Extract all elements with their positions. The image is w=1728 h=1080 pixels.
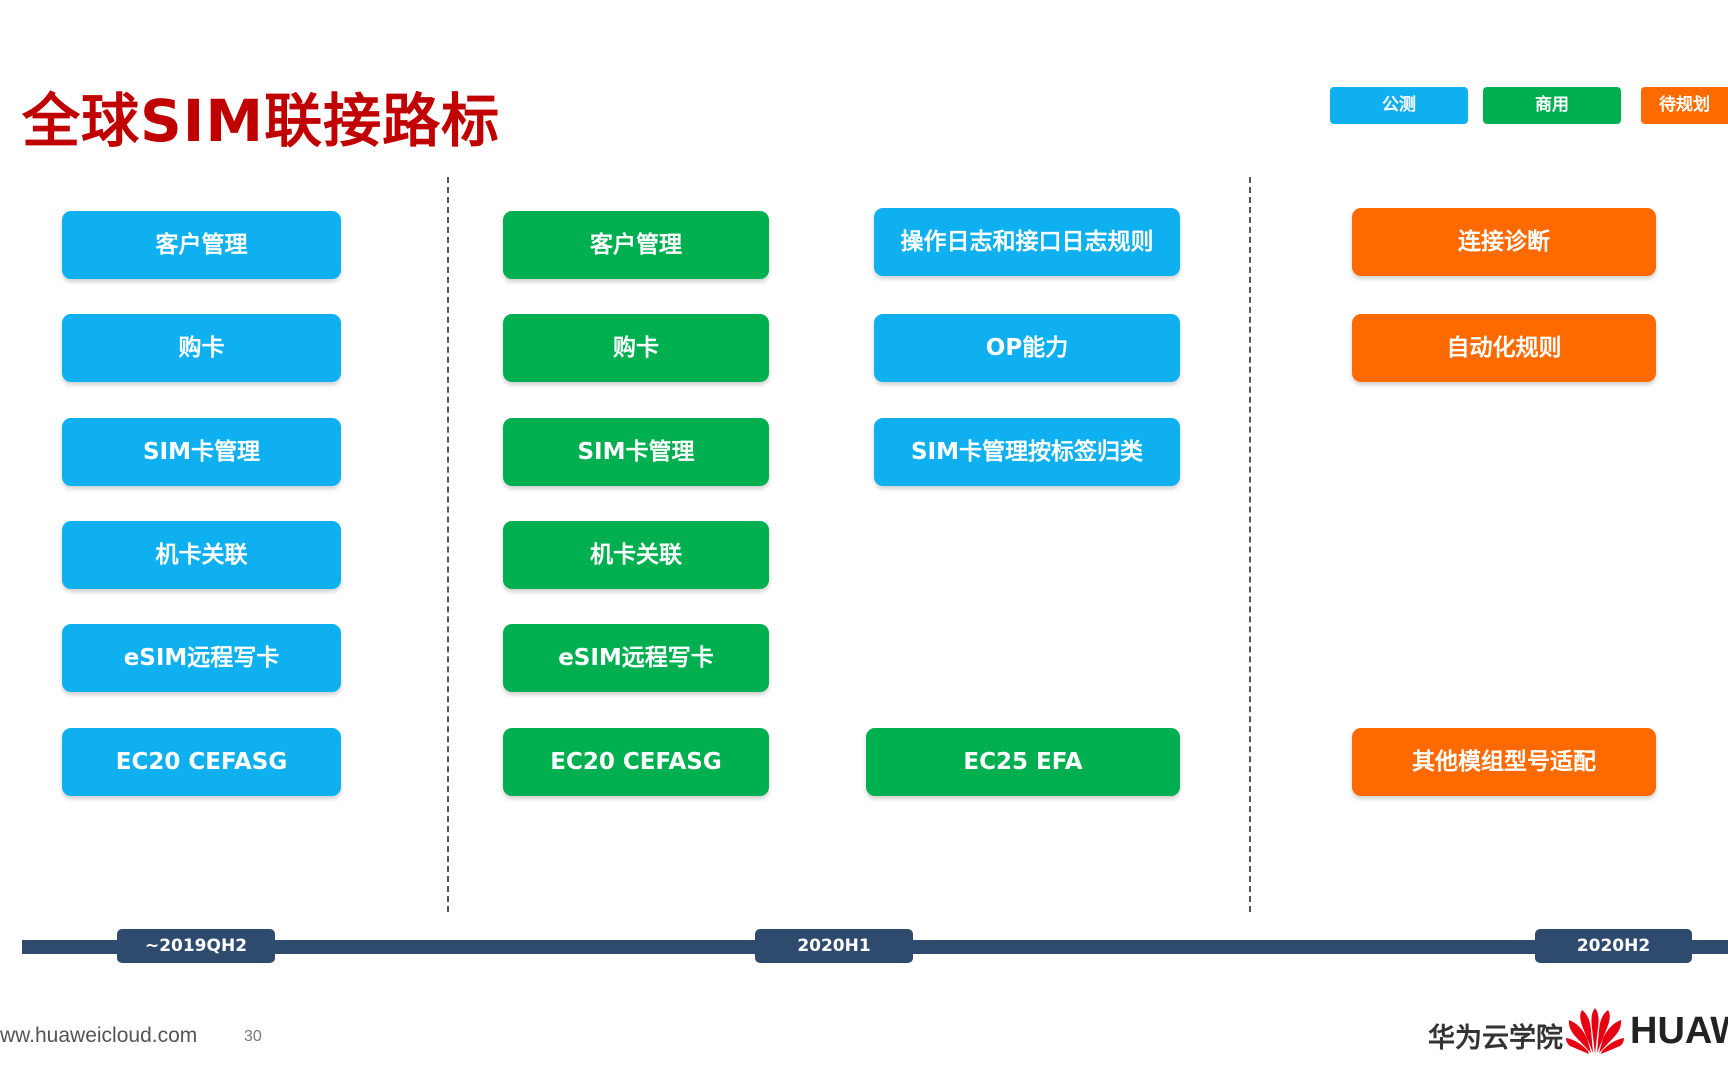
college-name: 华为云学院: [1428, 1023, 1563, 1054]
roadmap-item: 其他模组型号适配: [1352, 728, 1656, 796]
roadmap-item: SIM卡管理: [503, 418, 769, 486]
roadmap-item: OP能力: [874, 314, 1180, 382]
roadmap-item: 客户管理: [62, 211, 341, 279]
page-number: 30: [244, 1028, 262, 1045]
timeline-label: ~2019QH2: [117, 929, 275, 963]
huawei-logo-icon: [1566, 1008, 1624, 1054]
legend-planned: 待规划: [1641, 87, 1728, 124]
roadmap-item: 购卡: [503, 314, 769, 382]
legend-commercial: 商用: [1483, 87, 1621, 124]
timeline-label: 2020H1: [755, 929, 913, 963]
roadmap-item: 连接诊断: [1352, 208, 1656, 276]
roadmap-item: 机卡关联: [62, 521, 341, 589]
roadmap-item: 购卡: [62, 314, 341, 382]
roadmap-item: 自动化规则: [1352, 314, 1656, 382]
roadmap-item: EC25 EFA: [866, 728, 1180, 796]
huawei-brand-text: HUAWEI: [1630, 1010, 1728, 1052]
page-title: 全球SIM联接路标: [22, 87, 501, 155]
roadmap-item: EC20 CEFASG: [62, 728, 341, 796]
footer-url: ww.huaweicloud.com: [0, 1024, 198, 1047]
legend-public-beta: 公测: [1330, 87, 1468, 124]
timeline-label: 2020H2: [1535, 929, 1692, 963]
period-divider: [1249, 177, 1251, 912]
roadmap-item: EC20 CEFASG: [503, 728, 769, 796]
roadmap-item: SIM卡管理按标签归类: [874, 418, 1180, 486]
roadmap-item: 机卡关联: [503, 521, 769, 589]
roadmap-item: eSIM远程写卡: [62, 624, 341, 692]
roadmap-item: SIM卡管理: [62, 418, 341, 486]
roadmap-item: 操作日志和接口日志规则: [874, 208, 1180, 276]
period-divider: [447, 177, 449, 912]
roadmap-item: eSIM远程写卡: [503, 624, 769, 692]
roadmap-item: 客户管理: [503, 211, 769, 279]
